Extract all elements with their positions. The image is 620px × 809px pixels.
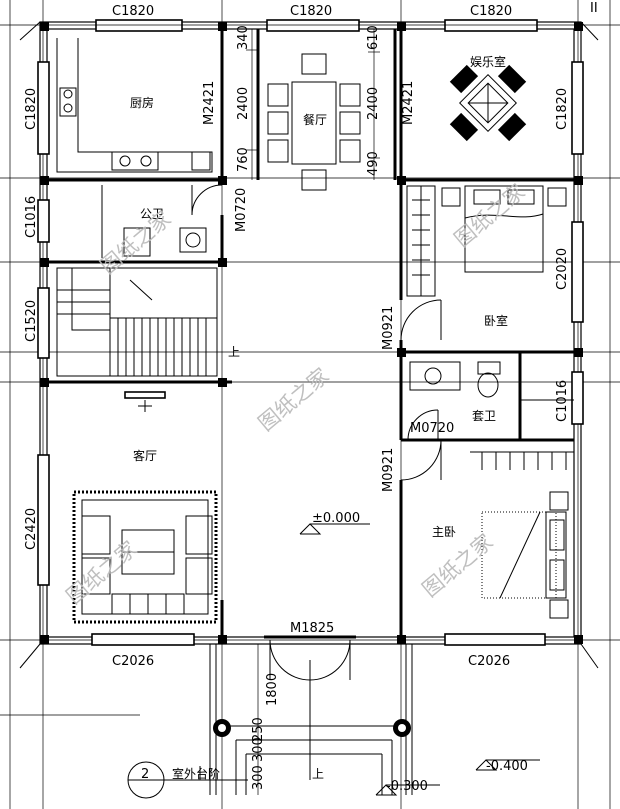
window-right-ent: C1820	[555, 61, 584, 155]
room-label-dining: 餐厅	[303, 112, 327, 127]
svg-text:图纸之家: 图纸之家	[418, 529, 498, 601]
living-room: 客厅	[72, 391, 218, 624]
top-corner-mark: II	[590, 1, 598, 16]
door-label-ent: M2421	[401, 81, 416, 125]
window-left-bath: C1016	[24, 196, 50, 243]
svg-text:C2026: C2026	[468, 654, 510, 669]
svg-text:C1016: C1016	[24, 196, 39, 238]
stair-up-label-porch: 上	[312, 767, 324, 781]
svg-text:C1520: C1520	[24, 300, 39, 342]
window-right-bath: C1016	[555, 371, 584, 425]
svg-text:C1820: C1820	[470, 4, 512, 19]
stair: 上	[56, 267, 240, 377]
window-bottom-right: C2026	[444, 633, 546, 669]
dim-490: 490	[366, 151, 381, 176]
svg-text:C1820: C1820	[24, 88, 39, 130]
ensuite: 套卫 M0720	[407, 361, 574, 441]
window-left-kitchen: C1820	[24, 61, 50, 155]
window-top-mid: C1820	[266, 4, 360, 32]
svg-text:C1820: C1820	[555, 88, 570, 130]
master-bedroom: 主卧 M0921	[381, 439, 574, 619]
window-left-living: C2420	[24, 454, 50, 586]
dim-760: 760	[236, 147, 251, 172]
section-marker: 2 室外台阶	[127, 761, 248, 799]
outside-elevation: -0.400 -0.300	[375, 759, 540, 796]
window-right-bed: C2020	[555, 221, 584, 323]
svg-text:-0.300: -0.300	[386, 779, 428, 794]
room-label-public-bath: 公卫	[140, 207, 164, 221]
window-top-left: C1820	[95, 4, 183, 32]
outdoor-steps-label: 室外台阶	[172, 766, 220, 781]
svg-text:2: 2	[141, 767, 149, 782]
svg-text:C1016: C1016	[555, 380, 570, 422]
room-label-kitchen: 厨房	[130, 95, 154, 110]
door-label-ensuite: M0720	[410, 421, 454, 436]
public-bath: 公卫 M0720	[101, 184, 249, 258]
room-label-ensuite: 套卫	[472, 409, 496, 423]
floor-elevation: ±0.000	[299, 511, 370, 535]
dim-250: 250	[251, 717, 266, 742]
door-label-bath: M0720	[234, 188, 249, 232]
room-label-entertainment: 娱乐室	[470, 54, 506, 69]
dim-2400b: 2400	[366, 87, 381, 120]
window-left-stair: C1520	[24, 287, 50, 359]
kitchen: 厨房 M2421	[56, 38, 217, 173]
svg-text:C2020: C2020	[555, 248, 570, 290]
svg-text:C1820: C1820	[112, 4, 154, 19]
door-label-bed: M0921	[381, 306, 396, 350]
svg-text:-0.400: -0.400	[486, 759, 528, 774]
dim-610: 610	[366, 25, 381, 50]
svg-text:C2420: C2420	[24, 508, 39, 550]
dim-1800: 1800	[265, 673, 280, 706]
svg-text:C1820: C1820	[290, 4, 332, 19]
svg-text:±0.000: ±0.000	[312, 511, 360, 526]
dim-340: 340	[236, 25, 251, 50]
dim-300a: 300	[251, 737, 266, 762]
door-label-entrance: M1825	[290, 621, 334, 636]
dim-300b: 300	[251, 765, 266, 790]
room-label-bedroom: 卧室	[484, 313, 508, 328]
bedroom: 卧室 M0921	[381, 185, 567, 350]
door-label-kitchen: M2421	[202, 81, 217, 125]
entrance: M1825 1800 250 300 300 上	[209, 621, 413, 795]
svg-text:图纸之家: 图纸之家	[254, 363, 334, 435]
dining-dimensions	[246, 29, 380, 180]
room-label-living: 客厅	[133, 448, 157, 463]
dining: 餐厅	[267, 53, 361, 191]
svg-text:C2026: C2026	[112, 654, 154, 669]
stair-up-label: 上	[228, 345, 240, 359]
dim-2400a: 2400	[236, 87, 251, 120]
door-label-master: M0921	[381, 448, 396, 492]
room-label-master: 主卧	[432, 525, 456, 539]
columns	[40, 22, 583, 644]
entertainment: 娱乐室 M2421	[401, 54, 527, 142]
window-bottom-left: C2026	[91, 633, 195, 669]
window-top-right: C1820	[444, 4, 538, 32]
